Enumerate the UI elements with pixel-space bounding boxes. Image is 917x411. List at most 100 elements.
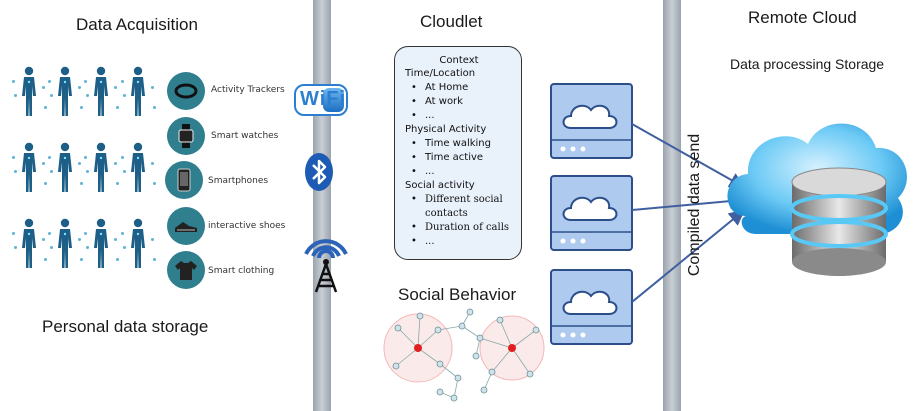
time-location-heading: Time/Location	[405, 68, 476, 79]
device-label: interactive shoes	[208, 221, 286, 231]
cell-tower-icon	[296, 228, 356, 294]
sensor-dot	[44, 106, 47, 109]
sensor-dot	[42, 162, 45, 165]
sensor-dot	[42, 86, 45, 89]
sensor-dot	[12, 232, 15, 235]
sensor-dot	[84, 80, 87, 83]
sensor-dot	[12, 156, 15, 159]
sensor-dot	[84, 156, 87, 159]
context-box: Context Time/Location •At Home •At work …	[394, 46, 522, 260]
activity-tracker-icon	[167, 72, 205, 110]
sensor-dot	[86, 170, 89, 173]
cloudlet-title: Cloudlet	[420, 12, 483, 31]
sensor-dot	[86, 94, 89, 97]
device-label: Smart watches	[211, 131, 279, 141]
shirt-icon	[167, 251, 205, 289]
sensor-dot	[50, 170, 53, 173]
person-figure-icon	[90, 142, 112, 194]
person-figure-icon	[54, 142, 76, 194]
context-item: •Time walking	[411, 138, 491, 149]
data-processing-storage-title: Data processing Storage	[730, 56, 885, 72]
sensor-dot	[48, 156, 51, 159]
smartwatch-icon	[167, 117, 205, 155]
compiled-data-send-label: Compiled data send	[686, 133, 703, 277]
sensor-dot	[44, 258, 47, 261]
person-figure-icon	[18, 218, 40, 270]
cloudlet-server-icon	[549, 82, 634, 160]
sensor-dot	[44, 182, 47, 185]
sensor-dot	[121, 156, 124, 159]
sensor-dot	[86, 246, 89, 249]
context-item: •Time active	[411, 152, 484, 163]
sensor-dot	[12, 80, 15, 83]
sensor-dot	[80, 258, 83, 261]
shoe-icon	[167, 207, 205, 245]
remote-cloud-title: Remote Cloud	[748, 8, 857, 27]
sensor-dot	[116, 106, 119, 109]
social-activity-heading: Social activity	[405, 180, 475, 191]
person-figure-icon	[90, 218, 112, 270]
sensor-dot	[114, 238, 117, 241]
sensor-dot	[116, 182, 119, 185]
context-item: •Duration of calls	[411, 222, 510, 233]
remote-cloud-database-icon	[727, 123, 907, 276]
sensor-dot	[48, 232, 51, 235]
physical-activity-heading: Physical Activity	[405, 124, 487, 135]
sensor-dot	[50, 246, 53, 249]
sensor-dot	[50, 94, 53, 97]
sensor-dot	[80, 182, 83, 185]
social-behavior-title: Social Behavior	[398, 285, 517, 304]
social-network-graph	[383, 308, 545, 402]
sensor-dot	[123, 170, 126, 173]
context-title: Context	[439, 55, 479, 66]
sensor-dot	[123, 94, 126, 97]
person-figure-icon	[18, 142, 40, 194]
sensor-dot	[80, 106, 83, 109]
wifi-icon: WiFi	[294, 84, 348, 116]
data-acquisition-title: Data Acquisition	[76, 15, 198, 34]
sensor-dot	[114, 162, 117, 165]
person-figure-icon	[127, 66, 149, 118]
wifi-text: WiFi	[300, 88, 347, 110]
sensor-dot	[153, 182, 156, 185]
context-item: •Different social	[411, 194, 503, 205]
sensor-dot	[123, 246, 126, 249]
sensor-dot	[151, 162, 154, 165]
person-figure-icon	[54, 66, 76, 118]
cloudlet-server-icon	[549, 174, 634, 252]
sensor-dot	[42, 238, 45, 241]
personal-data-storage-title: Personal data storage	[42, 317, 209, 336]
sensor-dot	[78, 238, 81, 241]
context-item: •...	[411, 110, 435, 121]
person-figure-icon	[127, 218, 149, 270]
person-figure-icon	[54, 218, 76, 270]
context-item: contacts	[425, 208, 468, 219]
sensor-dot	[14, 170, 17, 173]
sensor-dot	[151, 86, 154, 89]
device-label: Smartphones	[208, 176, 269, 186]
sensor-dot	[14, 94, 17, 97]
sensor-dot	[121, 232, 124, 235]
sensor-dot	[153, 258, 156, 261]
person-figure-icon	[127, 142, 149, 194]
sensor-dot	[48, 80, 51, 83]
device-label: Activity Trackers	[211, 85, 285, 95]
sensor-dot	[121, 80, 124, 83]
sensor-dot	[153, 106, 156, 109]
cloudlet-server-icon	[549, 268, 634, 346]
sensor-dot	[151, 238, 154, 241]
device-label: Smart clothing	[208, 266, 275, 276]
context-item: •...	[411, 166, 435, 177]
sensor-dot	[116, 258, 119, 261]
person-figure-icon	[18, 66, 40, 118]
sensor-dot	[78, 86, 81, 89]
sensor-dot	[78, 162, 81, 165]
smartphone-icon	[165, 161, 203, 199]
sensor-dot	[84, 232, 87, 235]
context-item: •At Home	[411, 82, 469, 93]
arrow-line	[631, 123, 746, 188]
context-item: •At work	[411, 96, 463, 107]
bluetooth-icon	[304, 152, 334, 192]
sensor-dot	[114, 86, 117, 89]
